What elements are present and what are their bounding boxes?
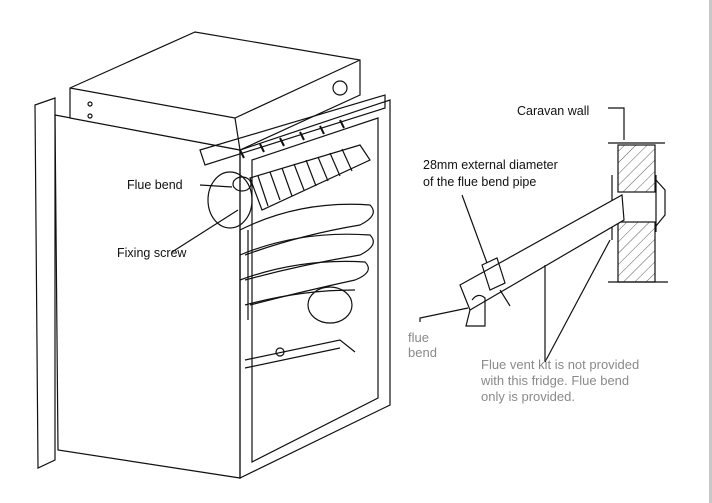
flue-detail <box>419 107 668 363</box>
image-border <box>709 0 712 503</box>
note-line1: Flue vent kit is not provided <box>481 357 640 372</box>
condenser-fins <box>249 144 371 211</box>
flue-pipe <box>459 194 625 311</box>
fridge-door <box>34 97 56 469</box>
leader-fixing-screw <box>171 209 239 253</box>
absorber-tank <box>307 286 353 324</box>
fixing-screw-label: Fixing screw <box>117 246 187 260</box>
caravan-wall-upper <box>617 144 656 193</box>
leader-flue-bend <box>199 184 233 188</box>
note-line2: with this fridge. Flue bend <box>481 373 630 388</box>
flue-bend-label: Flue bend <box>127 178 183 192</box>
pipe-joint <box>481 257 506 291</box>
caravan-wall-label: Caravan wall <box>517 104 590 118</box>
diameter-label-line1: 28mm external diameter <box>423 158 558 172</box>
flue-bend-part <box>207 171 253 229</box>
flue-bend-small <box>465 294 486 327</box>
top-cover <box>69 31 361 151</box>
coils <box>239 203 374 369</box>
note-line3: only is provided. <box>481 389 575 404</box>
caravan-wall-lower <box>617 221 656 283</box>
fridge-left-face <box>54 114 241 479</box>
diameter-label-line2: of the flue bend pipe <box>423 175 537 189</box>
fridge <box>34 31 391 479</box>
flue-bend-small-label-line2: bend <box>408 345 437 360</box>
flue-bend-small-label-line1: flue <box>408 330 429 345</box>
fridge-back-frame <box>239 99 391 479</box>
